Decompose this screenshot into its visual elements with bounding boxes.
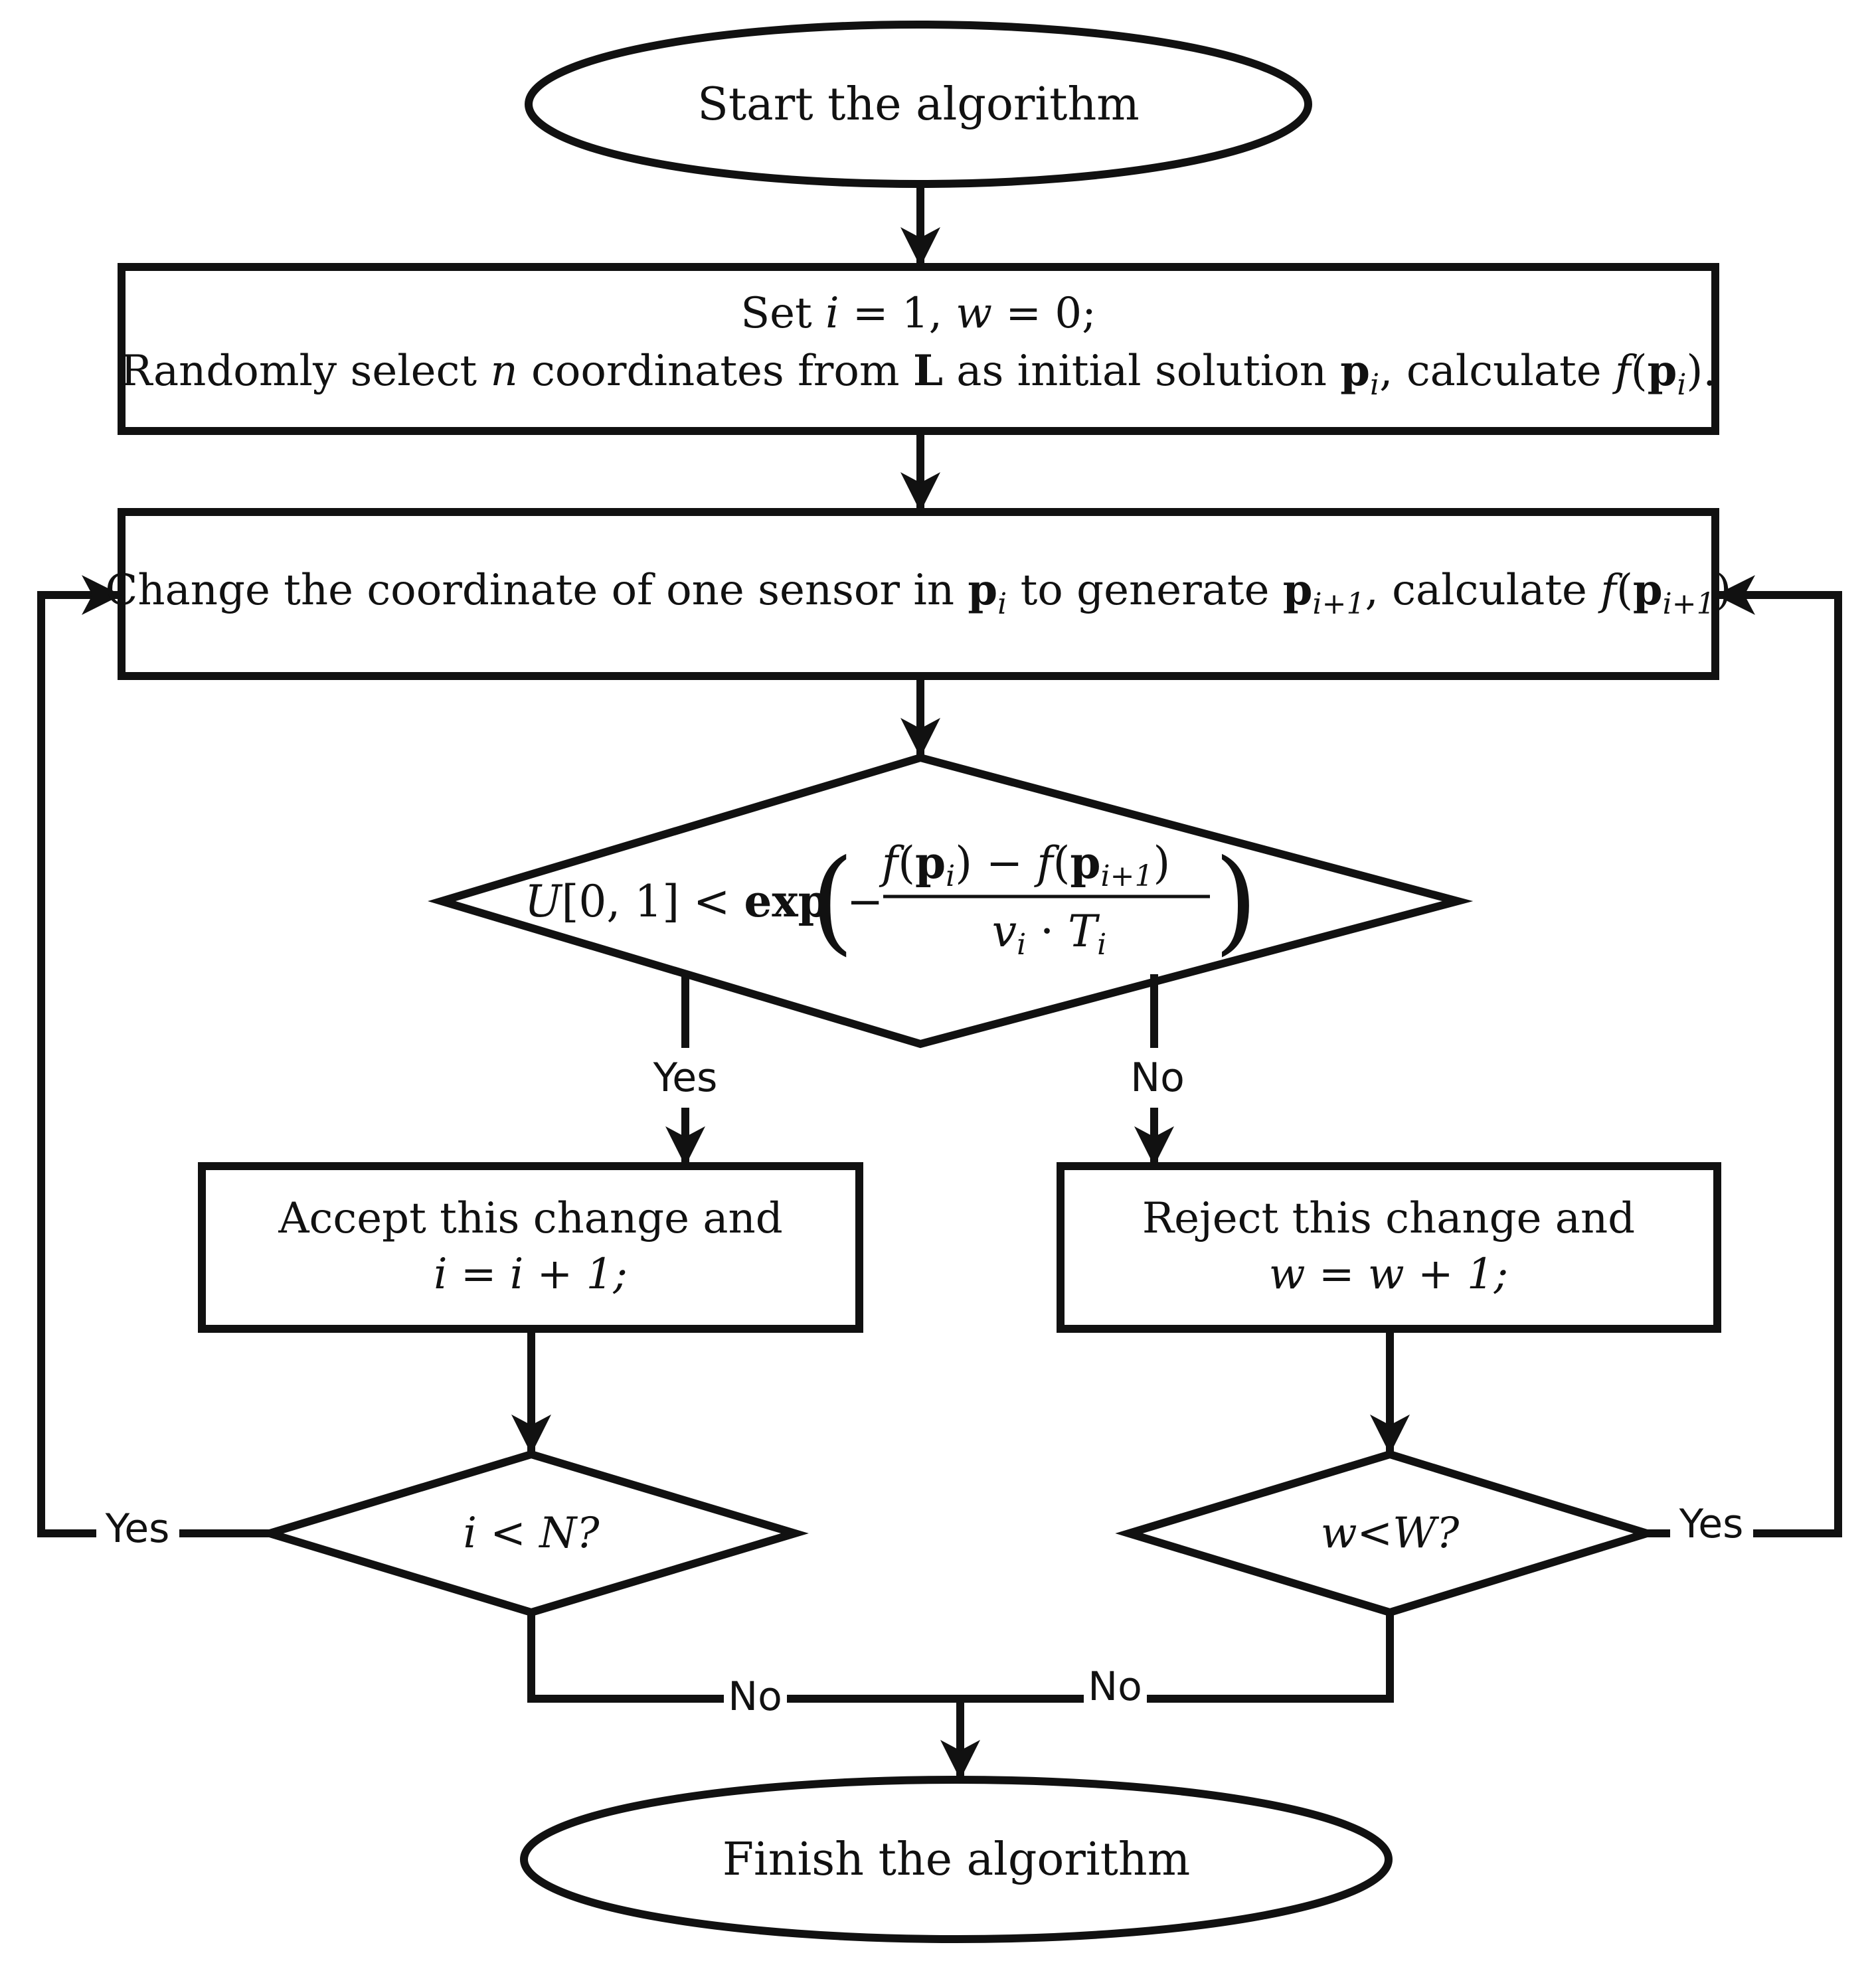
- change-label: Change the coordinate of one sensor in p…: [105, 565, 1731, 621]
- reject-box: [1057, 1162, 1721, 1333]
- criterion-denominator: vi · Ti: [992, 906, 1106, 962]
- check-i-label: i < N?: [463, 1509, 600, 1558]
- criterion-paren-open: (: [810, 835, 854, 967]
- finish-label: Finish the algorithm: [723, 1834, 1190, 1886]
- arrow-check-i-yes-loop: [37, 575, 270, 1537]
- init-line-2: Randomly select n coordinates from L as …: [120, 346, 1716, 402]
- right-no-bg: [1084, 1660, 1147, 1713]
- line-check-w-no: [960, 1612, 1394, 1703]
- acceptance-criterion-diamond: [428, 753, 1474, 1049]
- init-box: [118, 263, 1719, 435]
- criterion-no-label: No: [1130, 1055, 1185, 1101]
- criterion-lhs: U[0, 1] < exp: [525, 875, 829, 927]
- arrow-check-w-yes-loop: [1647, 575, 1842, 1537]
- start-label: Start the algorithm: [697, 78, 1140, 131]
- left-yes-bg: [96, 1502, 179, 1555]
- merge-left-no-label: No: [728, 1673, 782, 1720]
- loop-right-yes-label: Yes: [1679, 1501, 1744, 1547]
- init-line-1: Set i = 1, w = 0;: [740, 289, 1096, 338]
- criterion-numerator: f(pi) − f(pi+1): [879, 837, 1170, 893]
- right-yes-bg: [1670, 1498, 1753, 1551]
- line-check-i-no: [527, 1612, 960, 1703]
- merge-right-no-label: No: [1088, 1664, 1142, 1710]
- criterion-paren-close: ): [1214, 835, 1258, 967]
- reject-line-2: w = w + 1;: [1269, 1250, 1508, 1299]
- loop-left-yes-label: Yes: [105, 1505, 170, 1552]
- check-w-label: w<W?: [1321, 1509, 1460, 1558]
- no-label-bg: [1121, 1048, 1187, 1108]
- criterion-yes-label: Yes: [653, 1055, 718, 1101]
- left-no-bg: [724, 1670, 787, 1723]
- accept-line-2: i = i + 1;: [434, 1250, 628, 1299]
- reject-line-1: Reject this change and: [1142, 1194, 1635, 1243]
- accept-line-1: Accept this change and: [278, 1194, 782, 1243]
- accept-box: [198, 1162, 863, 1333]
- yes-label-bg: [641, 1048, 730, 1108]
- criterion-minus: −: [847, 876, 883, 927]
